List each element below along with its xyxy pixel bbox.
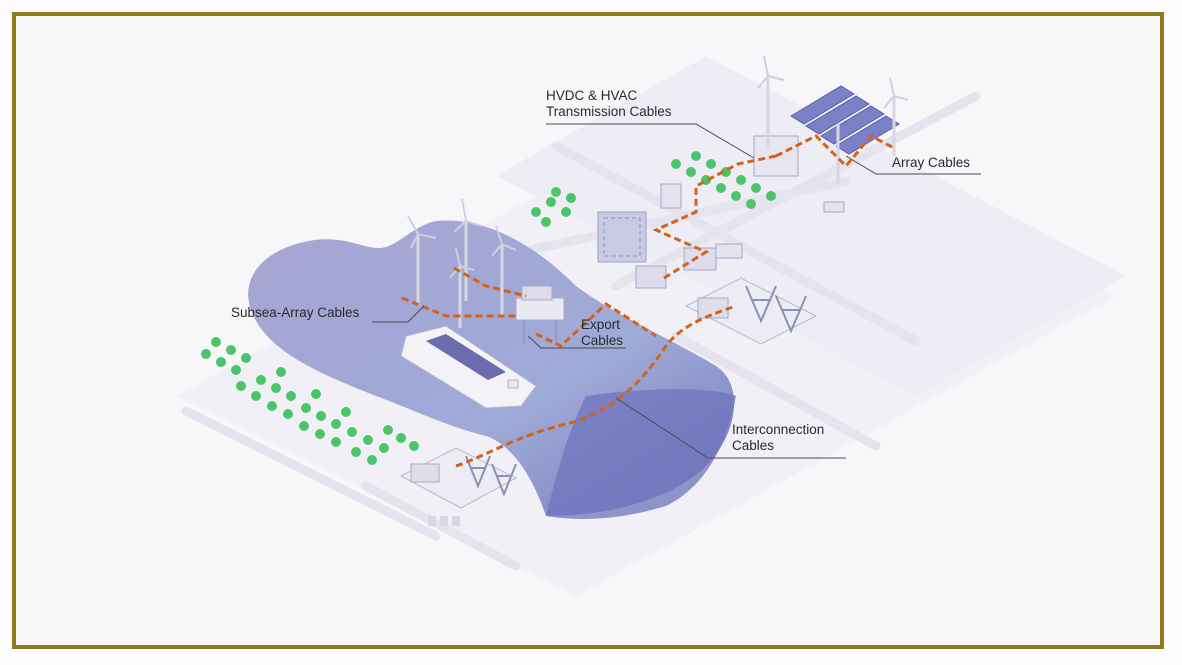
buildings (428, 135, 845, 526)
cable-network-illustration (176, 55, 1126, 596)
export-cable (535, 302, 657, 348)
diagram-frame: HVDC & HVAC Transmission Cables Array Ca… (12, 12, 1164, 649)
array-cables-callout: Array Cables (892, 155, 970, 171)
interconnection-cable (455, 304, 737, 468)
interconnection-label-line2: Cables (732, 438, 775, 453)
export-cables-callout: Export Cables (581, 317, 623, 349)
subsea-array-cable-upper (453, 266, 527, 298)
hvdc-hvac-callout: HVDC & HVAC Transmission Cables (546, 88, 672, 120)
onshore-wind-turbines (757, 55, 909, 184)
export-label-line2: Cables (581, 333, 624, 348)
array-cable (775, 134, 895, 169)
ship (400, 325, 537, 409)
offshore-substation (515, 285, 565, 344)
hvdc-label-line2: Transmission Cables (546, 104, 672, 119)
export-label-line1: Export (581, 317, 621, 332)
subsea-array-label: Subsea-Array Cables (231, 305, 360, 320)
deep-sea (546, 389, 736, 519)
subsea-array-cable (401, 296, 516, 318)
cables (401, 134, 895, 468)
offshore-wind-turbines (407, 198, 517, 328)
leader-lines (372, 123, 981, 459)
hvdc-label-line1: HVDC & HVAC (546, 88, 638, 103)
array-cables-label: Array Cables (892, 155, 971, 170)
coastal-substation-right (684, 277, 818, 345)
trees (201, 151, 776, 465)
coastal-substation-left (399, 447, 518, 509)
interconnection-label-line1: Interconnection (732, 422, 825, 437)
subsea-array-callout: Subsea-Array Cables (231, 305, 359, 321)
transmission-cable (652, 154, 777, 280)
interconnection-callout: Interconnection Cables (732, 422, 824, 454)
